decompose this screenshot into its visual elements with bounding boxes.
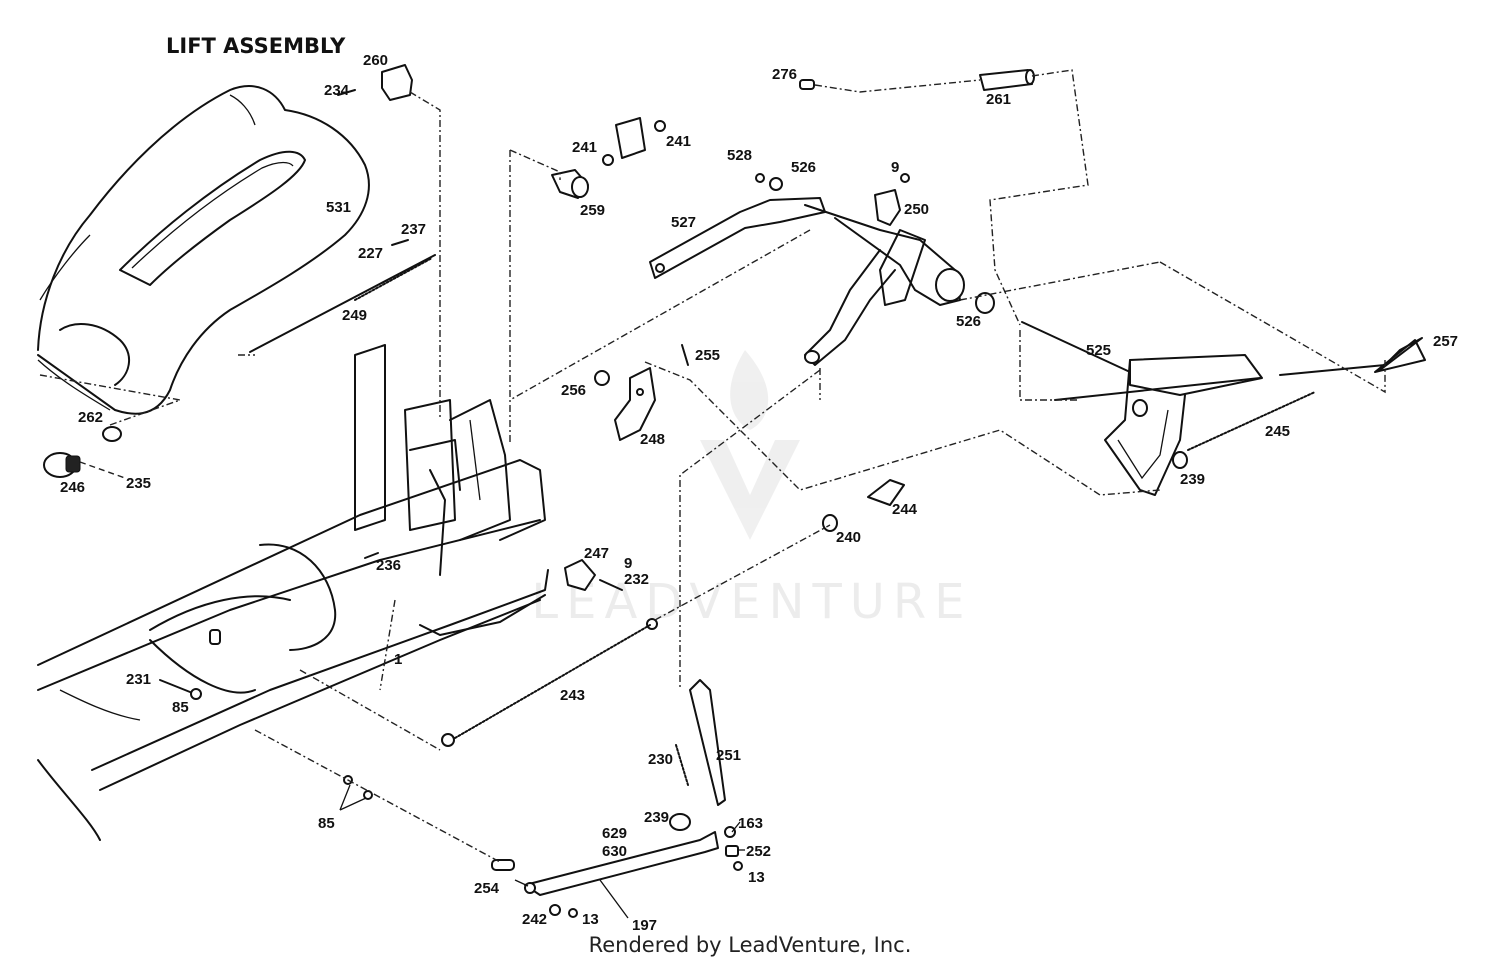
callout-240: 240 bbox=[836, 529, 861, 546]
callout-197: 197 bbox=[632, 917, 657, 934]
leader-line bbox=[654, 524, 831, 621]
callout-250: 250 bbox=[904, 201, 929, 218]
leader-line bbox=[299, 669, 441, 751]
frame-part-1 bbox=[37, 344, 549, 841]
leader-line bbox=[254, 729, 501, 863]
callout-232: 232 bbox=[624, 571, 649, 588]
callout-262: 262 bbox=[78, 409, 103, 426]
leader-line bbox=[989, 69, 1089, 326]
clip-part-250 bbox=[874, 173, 910, 226]
leader-line bbox=[644, 361, 1161, 496]
leader-line bbox=[814, 79, 981, 93]
callout-163: 163 bbox=[738, 815, 763, 832]
rod-part-245 bbox=[1172, 391, 1316, 469]
callout-1: 1 bbox=[394, 651, 402, 668]
callout-239b: 239 bbox=[644, 809, 669, 826]
fender-part-531 bbox=[37, 85, 370, 415]
bracket-part-244 bbox=[822, 479, 905, 532]
bolt-part-236 bbox=[364, 552, 379, 559]
callout-236: 236 bbox=[376, 557, 401, 574]
callout-256: 256 bbox=[561, 382, 586, 399]
callout-251: 251 bbox=[716, 747, 741, 764]
watermark-logo bbox=[700, 350, 800, 540]
plate-part-241 bbox=[602, 117, 666, 166]
clip-part-260 bbox=[337, 64, 413, 101]
callout-leaders bbox=[339, 784, 745, 919]
sleeve-part-261 bbox=[979, 69, 1035, 91]
callout-526a: 526 bbox=[791, 159, 816, 176]
callout-237: 237 bbox=[401, 221, 426, 238]
callout-259: 259 bbox=[580, 202, 605, 219]
leader-line bbox=[509, 229, 811, 401]
nut-part-85 bbox=[190, 688, 202, 700]
leader-line bbox=[109, 399, 181, 426]
block-part-247 bbox=[564, 559, 623, 591]
bolt-part-231 bbox=[159, 679, 191, 693]
footer-credit: Rendered by LeadVenture, Inc. bbox=[589, 933, 912, 957]
leader-line bbox=[409, 91, 441, 420]
leader-line bbox=[959, 261, 1161, 301]
callout-235: 235 bbox=[126, 475, 151, 492]
callout-241a: 241 bbox=[572, 139, 597, 156]
callout-242: 242 bbox=[522, 911, 547, 928]
lever-part-248 bbox=[594, 344, 689, 441]
callout-85b: 85 bbox=[318, 815, 335, 832]
callout-525: 525 bbox=[1086, 342, 1111, 359]
callout-528: 528 bbox=[727, 147, 752, 164]
callout-527: 527 bbox=[671, 214, 696, 231]
callout-230: 230 bbox=[648, 751, 673, 768]
bushing-part-259 bbox=[551, 169, 589, 199]
pin-part-276 bbox=[799, 79, 815, 90]
callout-227: 227 bbox=[358, 245, 383, 262]
callout-245: 245 bbox=[1265, 423, 1290, 440]
leader-line bbox=[1159, 261, 1386, 394]
leader-line bbox=[509, 149, 561, 180]
leader-line bbox=[379, 599, 396, 691]
callout-254: 254 bbox=[474, 880, 500, 897]
callout-249: 249 bbox=[342, 307, 367, 324]
callout-629: 629 bbox=[602, 825, 627, 842]
rod-part-249 bbox=[249, 239, 436, 353]
watermark-text: LEADVENTURE bbox=[531, 574, 972, 630]
callout-13b: 13 bbox=[582, 911, 599, 928]
leader-line bbox=[679, 369, 821, 690]
diagram-title: LIFT ASSEMBLY bbox=[166, 34, 346, 58]
pedal-part-257 bbox=[1279, 337, 1426, 376]
callout-247: 247 bbox=[584, 545, 609, 562]
link-part-251 bbox=[675, 679, 726, 806]
callout-531: 531 bbox=[326, 199, 351, 216]
callout-526b: 526 bbox=[956, 313, 981, 330]
callout-9b: 9 bbox=[624, 555, 632, 572]
callout-257: 257 bbox=[1433, 333, 1458, 350]
callout-260: 260 bbox=[363, 52, 388, 69]
callout-239a: 239 bbox=[1180, 471, 1205, 488]
arm-part-197 bbox=[343, 775, 743, 918]
callout-241b: 241 bbox=[666, 133, 691, 150]
knob-part-246 bbox=[43, 426, 126, 479]
callout-255: 255 bbox=[695, 347, 720, 364]
callout-252: 252 bbox=[746, 843, 771, 860]
callout-246: 246 bbox=[60, 479, 85, 496]
callout-276: 276 bbox=[772, 66, 797, 83]
callout-243: 243 bbox=[560, 687, 585, 704]
callout-244: 244 bbox=[892, 501, 918, 518]
callout-9a: 9 bbox=[891, 159, 899, 176]
shaft-part-525 bbox=[1021, 321, 1263, 496]
callout-261: 261 bbox=[986, 91, 1011, 108]
callout-231: 231 bbox=[126, 671, 151, 688]
callout-85a: 85 bbox=[172, 699, 189, 716]
leader-line bbox=[39, 374, 181, 401]
callout-13a: 13 bbox=[748, 869, 765, 886]
bellcrank-part-527 bbox=[649, 173, 995, 366]
callout-labels: 260 234 276 261 241 241 528 526 9 250 53… bbox=[60, 52, 1458, 934]
callout-630: 630 bbox=[602, 843, 627, 860]
spring-part-243 bbox=[441, 618, 658, 747]
callout-248: 248 bbox=[640, 431, 665, 448]
leader-line bbox=[1019, 330, 1080, 401]
callout-234: 234 bbox=[324, 82, 350, 99]
